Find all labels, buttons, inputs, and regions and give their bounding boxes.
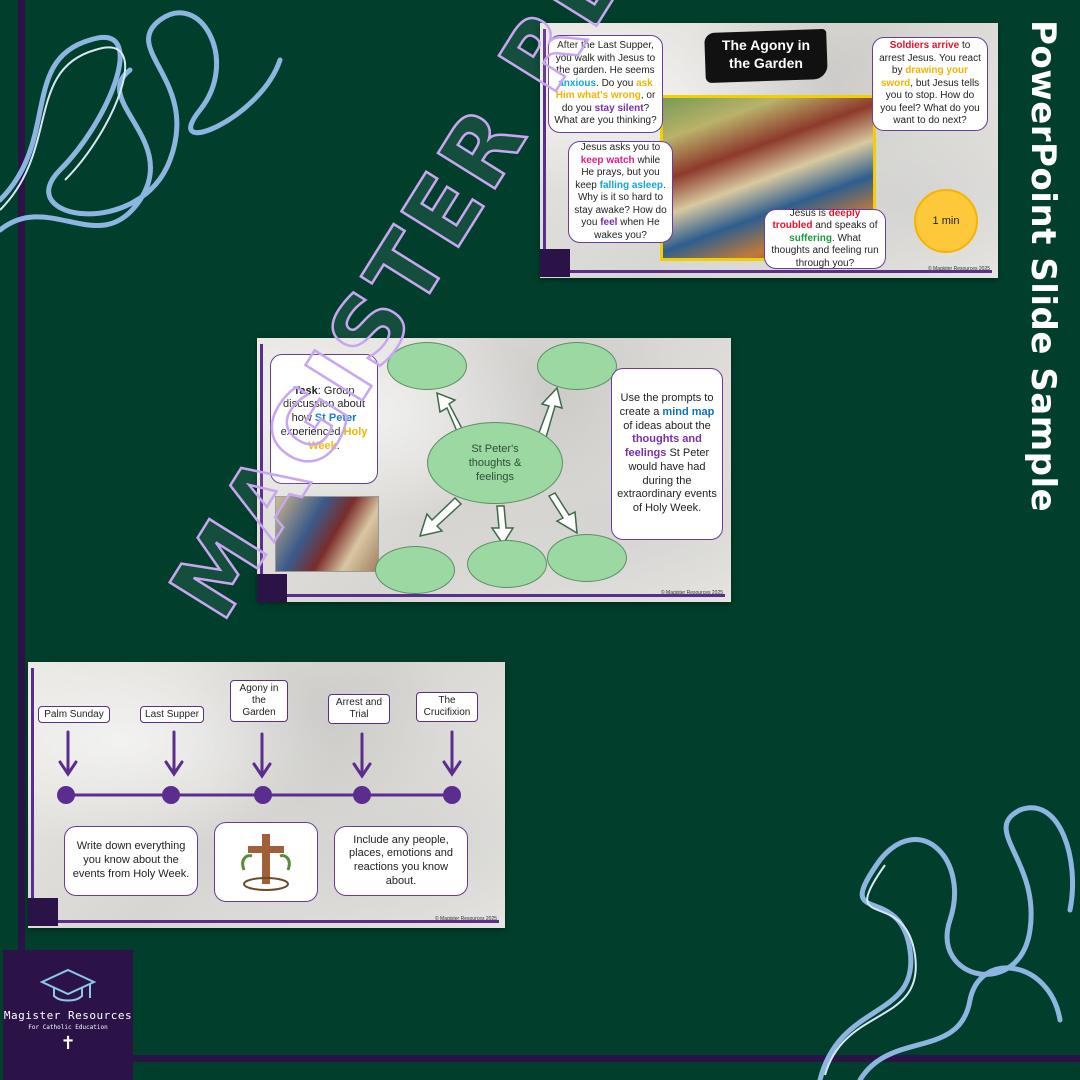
timeline-graphic (57, 730, 462, 804)
brand-tagline: For Catholic Education (28, 1024, 108, 1031)
mind-map-bubble (467, 540, 547, 588)
mind-map-bubble (387, 342, 467, 390)
st-peter-picture (275, 496, 379, 572)
timeline-dot (353, 786, 371, 804)
prompt-box-keep-watch: Jesus asks you to keep watch while He pr… (568, 141, 673, 243)
graduation-cap-icon (39, 968, 97, 1002)
slide-logo (28, 898, 58, 926)
slide-agony-in-garden: The Agony in the Garden After the Last S… (540, 23, 998, 278)
slide-left-bar (31, 668, 34, 920)
cross-icon: ✝ (60, 1033, 76, 1053)
prompt-box-last-supper: After the Last Supper, you walk with Jes… (548, 35, 663, 133)
timeline-dot (443, 786, 461, 804)
arrow-up-right (536, 386, 564, 442)
timeline-arrow (352, 732, 372, 779)
arrow-down-mid (490, 505, 515, 546)
slide-left-bar (260, 344, 263, 594)
cross-picture-box (214, 822, 318, 902)
mind-map-bubble (547, 534, 627, 582)
arrow-down-left (418, 496, 463, 538)
slide-left-bar (543, 29, 546, 270)
slide-logo (540, 249, 570, 277)
slide-title-line2: the Garden (729, 54, 803, 71)
instruction-box-left: Write down everything you know about the… (64, 826, 198, 896)
side-title-text: PowerPoint Slide Sample (1023, 20, 1063, 513)
timer-text: 1 min (932, 215, 960, 227)
frame-vertical-line (18, 0, 25, 1000)
timeline-dot (57, 786, 75, 804)
slide-copyright: © Magister Resources 2025 (660, 590, 723, 596)
timeline-label-palm-sunday: Palm Sunday (38, 706, 110, 723)
slide-bottom-bar (543, 270, 992, 273)
timeline-arrow (442, 730, 462, 777)
prompt-box-soldiers-arrive: Soldiers arrive to arrest Jesus. You rea… (872, 37, 988, 131)
brand-logo: Magister Resources For Catholic Educatio… (3, 950, 133, 1080)
slide-mind-map: Task: Group discussion about how St Pete… (257, 338, 731, 602)
slide-holy-week-timeline: Palm Sunday Last Supper Agony in the Gar… (28, 662, 505, 928)
timer-badge: 1 min (914, 189, 978, 253)
timeline-label-crucifixion: The Crucifixion (416, 692, 478, 722)
timeline-arrow (252, 732, 272, 779)
timeline-arrow (58, 730, 78, 777)
squiggle-decoration-bottom-right (817, 805, 1076, 1080)
slide-bottom-bar (31, 920, 499, 923)
side-title: PowerPoint Slide Sample (1018, 20, 1068, 512)
timeline-label-arrest-trial: Arrest and Trial (328, 694, 390, 724)
slide-logo (257, 574, 287, 602)
slide-title: The Agony in the Garden (705, 37, 827, 72)
mind-map-bubble (375, 546, 455, 594)
timeline-dot (254, 786, 272, 804)
timeline-label-last-supper: Last Supper (140, 706, 204, 723)
mind-map-center-text: St Peter's thoughts & feelings (468, 442, 522, 484)
timeline-dot (162, 786, 180, 804)
prompt-box-deeply-troubled: Jesus is deeply troubled and speaks of s… (764, 208, 886, 269)
mind-map-bubble (537, 342, 617, 390)
timeline-label-agony-garden: Agony in the Garden (230, 680, 288, 722)
prompt-box-instructions: Use the prompts to create a mind map of … (611, 368, 723, 540)
slide-copyright: © Magister Resources 2025 (927, 266, 990, 272)
instruction-box-right: Include any people, places, emotions and… (334, 826, 468, 896)
squiggle-decoration-top-left (0, 10, 283, 233)
brand-name: Magister Resources (3, 1009, 133, 1022)
slide-bottom-bar (260, 594, 725, 597)
cross-crown-thorns-icon (241, 834, 291, 891)
timeline-arrow (164, 730, 184, 777)
arrow-down-right (547, 492, 578, 535)
frame-horizontal-line (130, 1055, 1080, 1062)
mind-map-center: St Peter's thoughts & feelings (427, 422, 563, 504)
slide-copyright: © Magister Resources 2025 (434, 916, 497, 922)
slide-title-line1: The Agony in (721, 37, 811, 53)
task-box: Task: Group discussion about how St Pete… (270, 354, 378, 484)
